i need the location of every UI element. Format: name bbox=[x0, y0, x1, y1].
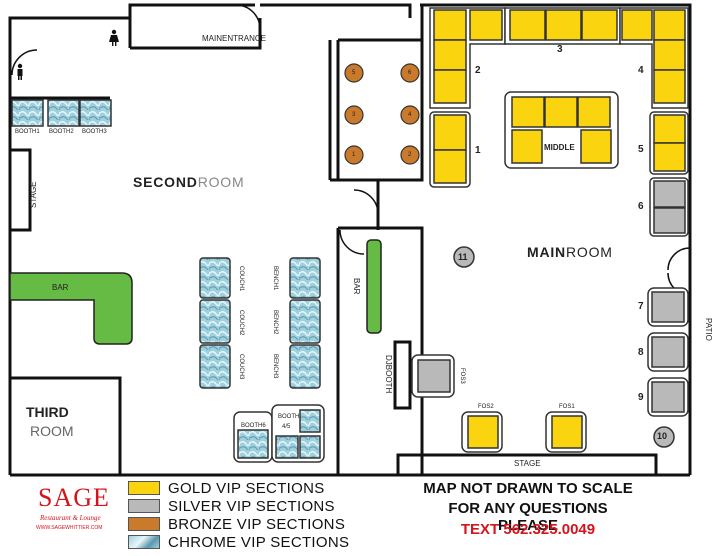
section-8-number: 8 bbox=[638, 347, 644, 358]
legend-silver-swatch bbox=[128, 499, 160, 513]
legend-silver: SILVER VIP SECTIONS bbox=[128, 497, 335, 515]
logo-tagline: Restaurant & Lounge bbox=[40, 514, 101, 522]
couch1-label: COUCH1 bbox=[238, 266, 244, 292]
bench3-label: BENCH3 bbox=[272, 354, 278, 379]
section-2-number: 2 bbox=[475, 65, 481, 76]
second-room-a: SECOND bbox=[133, 174, 198, 190]
second-room-label: SECONDROOM bbox=[133, 175, 244, 189]
legend-gold: GOLD VIP SECTIONS bbox=[128, 479, 325, 497]
legend-bronze-swatch bbox=[128, 517, 160, 531]
legend-bronze-text: BRONZE VIP SECTIONS bbox=[168, 515, 346, 533]
bronze-4-number: 6 bbox=[408, 70, 412, 76]
couch3-label: COUCH3 bbox=[238, 354, 244, 380]
bars bbox=[9, 239, 382, 345]
restroom-icons bbox=[17, 29, 119, 80]
legend-chrome: CHROME VIP SECTIONS bbox=[128, 533, 350, 551]
dj-booth-label: DJBOOTH bbox=[384, 355, 393, 394]
third-room-b: ROOM bbox=[30, 423, 74, 439]
bronze-1-number: 1 bbox=[352, 152, 356, 158]
gold-sections bbox=[429, 7, 689, 453]
section-5-number: 5 bbox=[638, 144, 644, 155]
section-1-number: 1 bbox=[475, 145, 481, 156]
main-entrance-a: MAIN bbox=[202, 34, 222, 43]
bronze-5-number: 5 bbox=[352, 70, 356, 76]
main-room-a: MAIN bbox=[527, 244, 566, 260]
legend-bronze: BRONZE VIP SECTIONS bbox=[128, 515, 346, 533]
logo-name: SAGE bbox=[38, 483, 110, 512]
stage-bottom-label: STAGE bbox=[514, 459, 541, 468]
section-6-number: 6 bbox=[638, 201, 644, 212]
bar-center-label: BAR bbox=[352, 278, 361, 295]
bench1-label: BENCH1 bbox=[272, 266, 278, 291]
legend-gold-text: GOLD VIP SECTIONS bbox=[168, 479, 325, 497]
section-7-number: 7 bbox=[638, 301, 644, 312]
fos2-label: FOS2 bbox=[478, 404, 494, 410]
circle-11-number: 11 bbox=[458, 252, 468, 262]
main-entrance-label: MAINENTRANCE bbox=[202, 35, 266, 43]
main-room-label: MAINROOM bbox=[527, 245, 613, 259]
booth6-label: BOOTH6 bbox=[241, 423, 266, 429]
legend-chrome-text: CHROME VIP SECTIONS bbox=[168, 533, 350, 551]
bronze-6-number: 2 bbox=[408, 152, 412, 158]
patio-label: PATIO bbox=[704, 318, 713, 341]
legend-gold-swatch bbox=[128, 481, 160, 495]
silver-sections bbox=[411, 177, 689, 448]
main-entrance-b: ENTRANCE bbox=[222, 34, 267, 43]
circle-10-number: 10 bbox=[657, 431, 668, 441]
notice-line3: TEXT 562.325.0049 bbox=[460, 521, 596, 538]
third-room-a: THIRD bbox=[26, 404, 69, 420]
notice-line1: MAP NOT DRAWN TO SCALE bbox=[423, 480, 633, 497]
second-room-b: ROOM bbox=[197, 174, 245, 190]
bar-left-label: BAR bbox=[52, 283, 69, 292]
stage-left-label: STAGE bbox=[29, 181, 38, 208]
fos3-label: FOS3 bbox=[459, 368, 465, 384]
legend-silver-text: SILVER VIP SECTIONS bbox=[168, 497, 335, 515]
chrome-booths-top bbox=[11, 99, 112, 127]
chrome-couches bbox=[199, 257, 325, 463]
booth3-label: BOOTH3 bbox=[82, 129, 107, 135]
bench2-label: BENCH2 bbox=[272, 310, 278, 335]
booth2-label: BOOTH2 bbox=[49, 129, 74, 135]
booth45-label-b: 4/5 bbox=[282, 424, 291, 430]
logo-url: WWW.SAGEWHITTIER.COM bbox=[36, 525, 103, 531]
bronze-tables bbox=[344, 63, 420, 165]
couch2-label: COUCH2 bbox=[238, 310, 244, 336]
section-3-number: 3 bbox=[557, 44, 563, 55]
middle-label: MIDDLE bbox=[544, 143, 575, 152]
section-4-number: 4 bbox=[638, 65, 644, 76]
bronze-3-number: 4 bbox=[408, 112, 412, 118]
fos1-label: FOS1 bbox=[559, 404, 575, 410]
bronze-2-number: 3 bbox=[352, 112, 356, 118]
notice-line2: FOR ANY QUESTIONS PLEASE bbox=[448, 500, 608, 534]
booth45-label-a: BOOTH bbox=[278, 414, 300, 420]
main-room-b: ROOM bbox=[565, 244, 613, 260]
booth1-label: BOOTH1 bbox=[15, 129, 40, 135]
legend-chrome-swatch bbox=[128, 535, 160, 549]
section-9-number: 9 bbox=[638, 392, 644, 403]
